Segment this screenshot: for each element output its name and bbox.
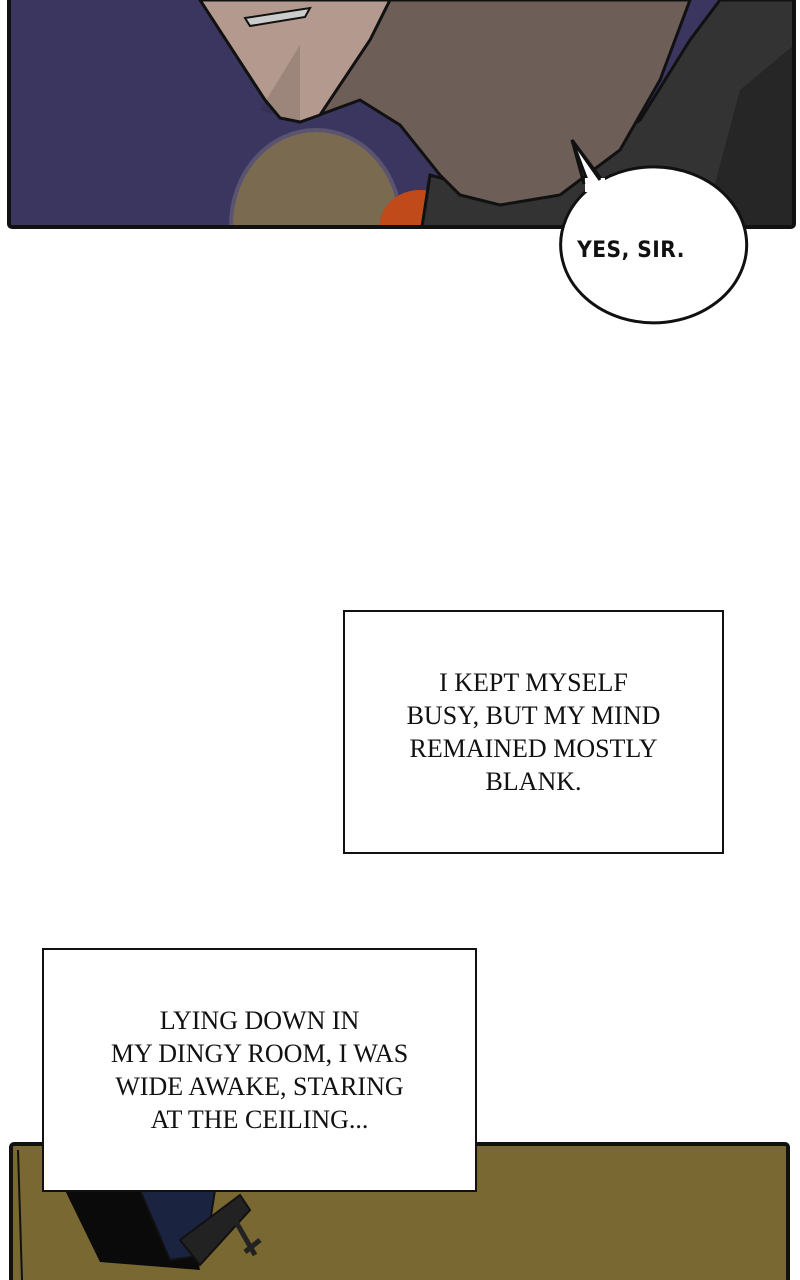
speech-bubble	[559, 139, 749, 325]
narration-line: I KEPT MYSELF	[439, 668, 628, 697]
mouth	[243, 6, 312, 28]
chair-leg	[232, 1218, 262, 1257]
person-dark-clothing	[60, 1180, 200, 1270]
narration-line: REMAINED MOSTLY	[409, 734, 658, 763]
narration-line: BLANK.	[485, 767, 582, 796]
narration-line: BUSY, BUT MY MIND	[406, 701, 661, 730]
person-arm	[178, 1193, 252, 1267]
narration-line: LYING DOWN IN	[159, 1006, 360, 1035]
speech-bubble-text: YES, SIR.	[577, 238, 685, 263]
narration-box-2: LYING DOWN IN MY DINGY ROOM, I WAS WIDE …	[42, 948, 477, 1192]
narration-line: AT THE CEILING...	[150, 1105, 369, 1134]
narration-box-1: I KEPT MYSELF BUSY, BUT MY MIND REMAINED…	[343, 610, 724, 854]
top-panel-art	[7, 0, 796, 325]
narration-line: MY DINGY ROOM, I WAS	[110, 1039, 409, 1068]
person-pillow	[138, 1189, 217, 1262]
narration-line: WIDE AWAKE, STARING	[115, 1072, 404, 1101]
face-chin	[198, 0, 392, 124]
